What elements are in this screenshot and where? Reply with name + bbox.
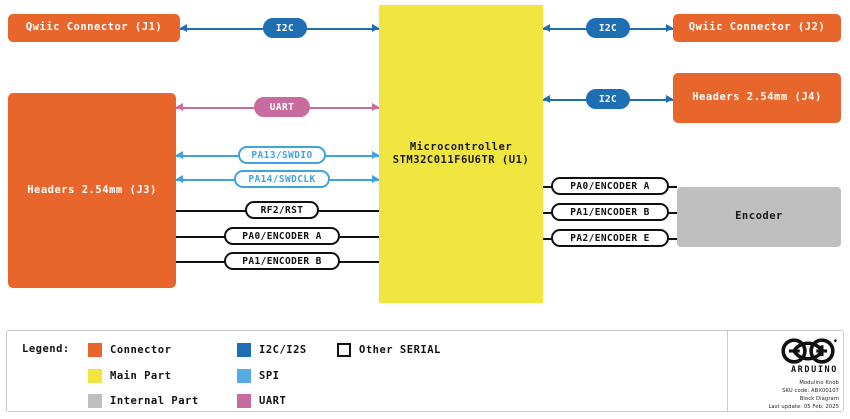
legend-item-other-serial: Other SERIAL: [337, 343, 441, 357]
arrow-left-c6: [176, 174, 183, 183]
arrow-right-c3: [666, 94, 673, 103]
arduino-logo-icon: [781, 338, 837, 364]
signal-pill-c10[interactable]: PA0/ENCODER A: [551, 177, 669, 195]
legend-panel: [6, 330, 844, 412]
block-label-j1: Qwiic Connector (J1): [25, 21, 163, 34]
legend-label-internal-part: Internal Part: [110, 395, 199, 407]
block-label-u1-line2: STM32C011F6U6TR (U1): [392, 154, 530, 166]
legend-swatch-other-serial: [337, 343, 351, 357]
brand-doc-type: Block Diagram: [799, 396, 839, 402]
title-block: ARDUINO Modulino Knob SKU code: ABX00107…: [735, 336, 843, 410]
arrow-left-c1: [180, 23, 187, 32]
signal-label-c11: PA1/ENCODER B: [570, 206, 650, 218]
legend-divider: [727, 331, 728, 411]
block-headers-j3[interactable]: Headers 2.54mm (J3): [8, 93, 176, 288]
brand-product: Modulino Knob: [799, 380, 839, 386]
legend-swatch-i2c: [237, 343, 251, 357]
block-label-j2: Qwiic Connector (J2): [688, 21, 826, 34]
block-qwiic-connector-j2[interactable]: Qwiic Connector (J2): [673, 14, 841, 42]
signal-pill-c12[interactable]: PA2/ENCODER E: [551, 229, 669, 247]
arrow-right-c5: [372, 150, 379, 159]
block-encoder[interactable]: Encoder: [677, 187, 841, 247]
block-label-u1-line1: Microcontroller: [409, 140, 513, 153]
signal-pill-c6[interactable]: PA14/SWDCLK: [234, 170, 330, 188]
block-headers-j4[interactable]: Headers 2.54mm (J4): [673, 73, 841, 123]
signal-label-c1: I2C: [275, 22, 295, 34]
legend-swatch-spi: [237, 369, 251, 383]
block-label-j4: Headers 2.54mm (J4): [692, 91, 822, 104]
legend-label-connector: Connector: [110, 344, 172, 356]
brand-last-update: Last update: 05 Feb, 2025: [768, 404, 839, 410]
arrow-left-c3: [543, 94, 550, 103]
legend-label-spi: SPI: [259, 370, 280, 382]
signal-pill-c7[interactable]: RF2/RST: [245, 201, 319, 219]
signal-label-c8: PA0/ENCODER A: [242, 230, 322, 242]
legend-swatch-main-part: [88, 369, 102, 383]
legend-label-other-serial: Other SERIAL: [359, 344, 441, 356]
signal-label-c2: I2C: [598, 22, 618, 34]
legend-item-uart: UART: [237, 394, 286, 408]
legend-swatch-uart: [237, 394, 251, 408]
signal-label-c5: PA13/SWDIO: [251, 149, 313, 161]
signal-pill-c5[interactable]: PA13/SWDIO: [238, 146, 326, 164]
signal-pill-c11[interactable]: PA1/ENCODER B: [551, 203, 669, 221]
legend-item-internal-part: Internal Part: [88, 394, 199, 408]
signal-pill-c9[interactable]: PA1/ENCODER B: [224, 252, 340, 270]
arrow-left-c2: [543, 23, 550, 32]
legend-title: Legend:: [22, 343, 70, 355]
arduino-wordmark: ARDUINO: [790, 365, 838, 375]
signal-pill-c4[interactable]: UART: [254, 97, 310, 117]
arrow-left-c5: [176, 150, 183, 159]
block-qwiic-connector-j1[interactable]: Qwiic Connector (J1): [8, 14, 180, 42]
signal-label-c3: I2C: [598, 93, 618, 105]
legend-item-spi: SPI: [237, 369, 279, 383]
signal-label-c9: PA1/ENCODER B: [242, 255, 322, 267]
arrow-right-c6: [372, 174, 379, 183]
signal-pill-c1[interactable]: I2C: [263, 18, 307, 38]
arrow-right-c1: [372, 23, 379, 32]
signal-label-c4: UART: [269, 101, 295, 113]
arrow-left-c4: [176, 102, 183, 111]
legend-label-main-part: Main Part: [110, 370, 172, 382]
block-microcontroller-u1[interactable]: Microcontroller STM32C011F6U6TR (U1): [379, 5, 543, 303]
signal-label-c7: RF2/RST: [260, 204, 304, 216]
signal-label-c6: PA14/SWDCLK: [248, 173, 316, 185]
signal-label-c10: PA0/ENCODER A: [570, 180, 650, 192]
legend-swatch-internal-part: [88, 394, 102, 408]
block-label-j3: Headers 2.54mm (J3): [27, 183, 157, 196]
signal-pill-c3[interactable]: I2C: [586, 89, 630, 109]
signal-pill-c8[interactable]: PA0/ENCODER A: [224, 227, 340, 245]
legend-item-i2c: I2C/I2S: [237, 343, 307, 357]
legend-label-i2c: I2C/I2S: [259, 344, 307, 356]
block-label-encoder: Encoder: [735, 210, 783, 223]
legend-item-connector: Connector: [88, 343, 171, 357]
signal-label-c12: PA2/ENCODER E: [570, 232, 650, 244]
arrow-right-c4: [372, 102, 379, 111]
arrow-right-c2: [666, 23, 673, 32]
legend-label-uart: UART: [259, 395, 287, 407]
legend-swatch-connector: [88, 343, 102, 357]
legend-item-main-part: Main Part: [88, 369, 171, 383]
signal-pill-c2[interactable]: I2C: [586, 18, 630, 38]
brand-sku: SKU code: ABX00107: [782, 388, 839, 394]
